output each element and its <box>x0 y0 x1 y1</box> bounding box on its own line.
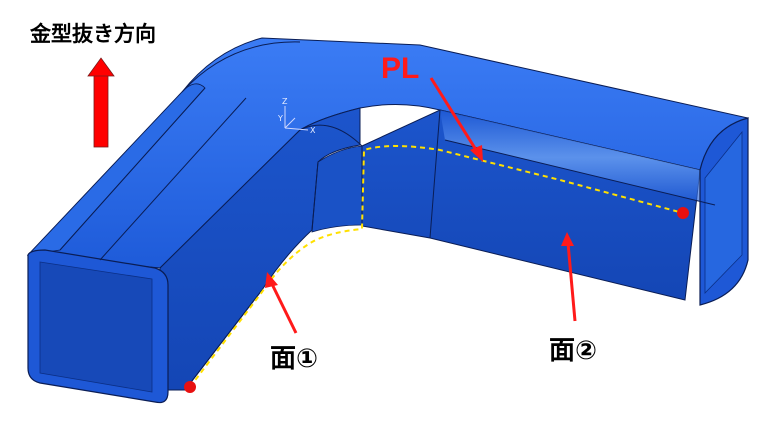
axis-label-x: X <box>310 126 316 135</box>
face-1-label: 面① <box>270 344 319 374</box>
die-direction-label: 金型抜き方向 <box>30 22 156 46</box>
axis-triad <box>284 106 309 131</box>
edge-lines <box>59 41 716 391</box>
arrow-icon <box>265 77 577 334</box>
parting-line-label: PL <box>381 52 420 85</box>
highlight-band <box>440 110 715 205</box>
right-open-end-inner <box>704 130 743 294</box>
gate-point-right <box>677 207 689 219</box>
axis-label-z: Z <box>282 97 288 106</box>
face-1-surface <box>159 107 361 391</box>
left-open-end-inner <box>39 261 153 393</box>
arrow-up-icon <box>87 57 115 148</box>
face-2-label: 面② <box>549 336 598 366</box>
gate-point-left <box>184 381 196 393</box>
parting-line <box>189 145 684 388</box>
axis-label-y: Y <box>277 114 283 123</box>
